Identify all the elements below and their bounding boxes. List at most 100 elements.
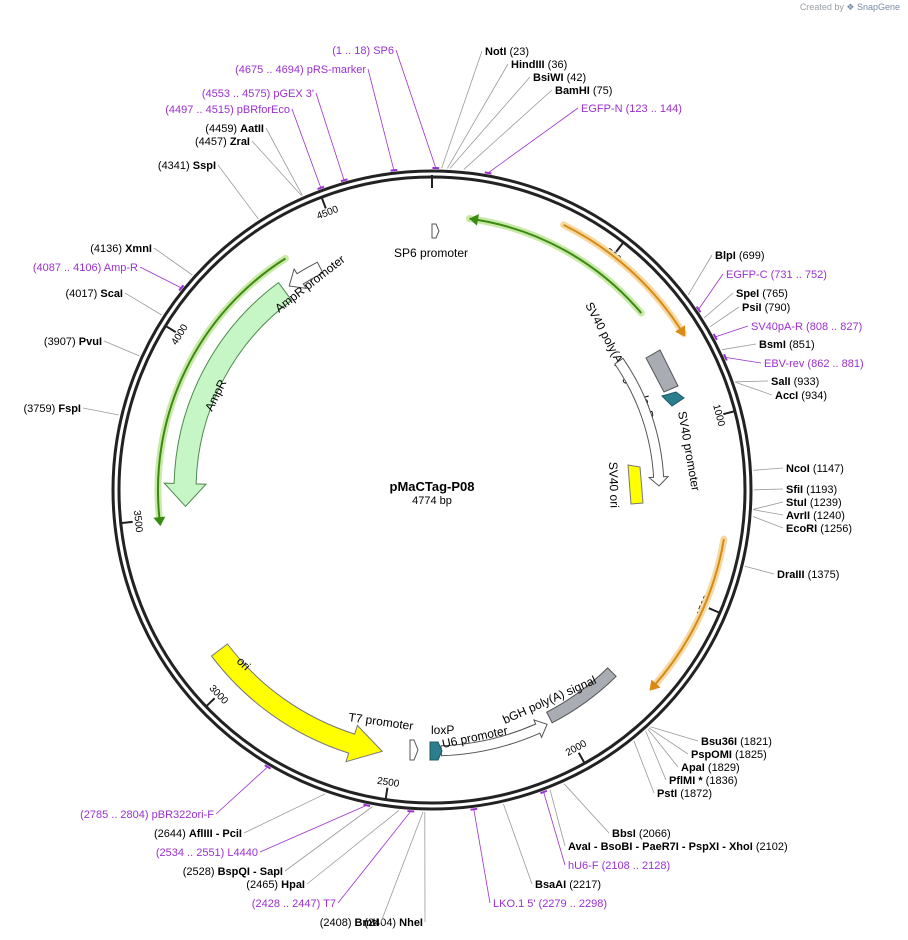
site-position: (1829) [705, 762, 740, 774]
leader-line [82, 407, 119, 416]
leader-line [715, 325, 749, 338]
sv40-promoter-label: SV40 promoter [675, 410, 703, 492]
site-position: (4459) [205, 123, 240, 135]
site-position: (1256) [817, 523, 852, 535]
primer-name: pBRforEco [237, 104, 290, 116]
primer-mark [540, 789, 548, 795]
u6-shape [440, 719, 548, 757]
enzyme-label: SalI (933) [771, 376, 819, 388]
enzyme-label: SpeI (765) [736, 288, 788, 300]
tick-label: 3500 [131, 510, 144, 534]
site-name: AvrII [786, 510, 810, 522]
site-position: (2408) [320, 917, 355, 929]
bgh-shape [545, 667, 617, 724]
leader-line [217, 164, 259, 220]
enzyme-site: Bsu36I (1821) [650, 726, 772, 748]
sv40-promoter-shape [614, 357, 670, 487]
leader-line [543, 791, 566, 866]
enzyme-label: SfiI (1193) [786, 484, 837, 496]
primer-mark [723, 353, 728, 361]
enzyme-label: BsiWI (42) [533, 72, 586, 84]
leader-line [650, 726, 699, 742]
enzyme-site: AvrII (1240) [753, 509, 845, 522]
primer-site: EGFP-C (731 .. 752) [698, 269, 827, 310]
site-name: HpaI [281, 879, 305, 891]
enzyme-site: (2465) HpaI [246, 809, 400, 891]
enzyme-site: (2408) BmtI [320, 811, 424, 929]
site-name: SalI [771, 376, 791, 388]
orf-orange2-glow [649, 535, 728, 690]
leader-line [306, 809, 400, 885]
primer-name: T7 [323, 898, 336, 910]
primer-range: (731 .. 752) [768, 269, 827, 281]
leader-line [735, 380, 769, 383]
orf-orange2-line [652, 538, 725, 688]
enzyme-label: (4017) ScaI [66, 288, 124, 300]
enzyme-label: BbsI (2066) [612, 828, 671, 840]
site-name: Bsu36I [701, 736, 737, 748]
leader-line [721, 343, 757, 351]
primer-label: (4553 .. 4575) pGEX 3' [202, 88, 314, 100]
primer-range: (4087 .. 4106) [33, 262, 104, 274]
site-position: (933) [791, 376, 820, 388]
site-name: ZraI [230, 136, 250, 148]
sp6-promoter-label: SP6 promoter [394, 246, 468, 260]
leader-line [753, 509, 784, 516]
primer-mark [470, 807, 478, 811]
primer-name: EGFP-N [581, 103, 623, 115]
site-position: (851) [786, 339, 815, 351]
tick-mark [577, 752, 586, 764]
enzyme-site: BlpI (699) [687, 250, 765, 296]
primer-range: (2108 .. 2128) [599, 860, 671, 872]
enzyme-label: AvrII (1240) [786, 510, 845, 522]
enzyme-site: (4017) ScaI [66, 288, 162, 316]
leader-line [698, 273, 724, 310]
primer-site: LKO.1 5' (2279 .. 2298) [473, 809, 607, 910]
orf-amp-line [156, 257, 286, 520]
site-position: (1193) [803, 484, 837, 496]
enzyme-site: SpeI (765) [703, 288, 788, 319]
enzyme-site: (4457) ZraI [195, 136, 302, 196]
site-position: (75) [590, 85, 613, 97]
enzyme-site: SalI (933) [735, 376, 819, 388]
sv40-promoter-arrow [614, 357, 670, 487]
primer-label: (2428 .. 2447) T7 [252, 898, 336, 910]
primer-label: EBV-rev (862 .. 881) [764, 358, 864, 370]
primer-mark [317, 185, 325, 190]
enzyme-label: NcoI (1147) [786, 463, 844, 475]
enzyme-site: PstI (1872) [633, 740, 712, 800]
primer-site: EGFP-N (123 .. 144) [487, 103, 682, 174]
enzyme-site: StuI (1239) [753, 497, 842, 510]
site-position: (1836) [703, 775, 738, 787]
sv40-ori-label: SV40 ori [606, 462, 622, 508]
enzyme-label: BamHI (75) [555, 85, 612, 97]
snapgene-logo: ❖ [846, 2, 855, 12]
site-name: PvuI [79, 336, 102, 348]
site-position: (1239) [807, 497, 842, 509]
enzyme-site: (4136) XmnI [90, 243, 193, 276]
site-name: PstI [657, 788, 677, 800]
credit-brand: SnapGene [856, 2, 900, 12]
site-name: BmtI [355, 917, 379, 929]
leader-line [647, 728, 679, 768]
enzyme-site: (4341) SspI [158, 160, 259, 220]
leader-line [645, 730, 667, 781]
leader-line [251, 140, 302, 196]
tick-mark [723, 410, 736, 416]
enzyme-site: EcoRI (1256) [752, 516, 852, 535]
backbone-outer [111, 169, 753, 811]
enzyme-site: (3759) FspI [24, 403, 119, 416]
site-name: AflIII - PciI [189, 828, 242, 840]
site-name: NotI [485, 46, 506, 58]
enzyme-label: ApaI (1829) [681, 762, 740, 774]
leader-line [124, 292, 162, 316]
enzyme-label: (2404) NheI [364, 917, 423, 929]
site-position: (2465) [246, 879, 281, 891]
site-name: StuI [786, 497, 807, 509]
enzyme-label: PflMI * (1836) [669, 775, 737, 787]
orf-green-glow [465, 215, 645, 317]
primer-name: Amp-R [104, 262, 138, 274]
ampr-feature [163, 281, 293, 508]
site-name: EcoRI [786, 523, 817, 535]
leader-line [744, 565, 775, 575]
